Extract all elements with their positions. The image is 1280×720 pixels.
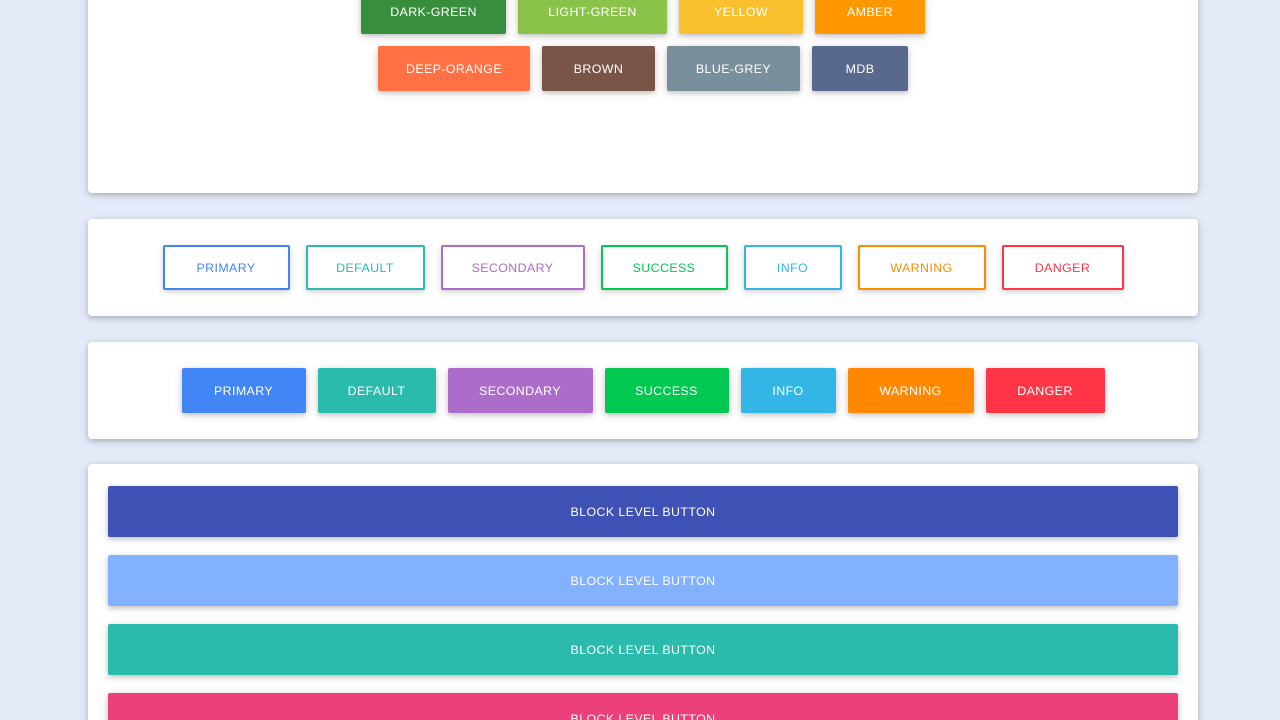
color-button-amber[interactable]: AMBER [815,0,925,34]
outline-button-warning[interactable]: WARNING [857,245,986,290]
material-color-buttons-card: ELEGANTUNIQUEPINKPURPLEDEEP-PURPLEINDIGO… [88,0,1198,193]
filled-button-success[interactable]: SUCCESS [604,368,729,413]
outline-button-info[interactable]: INFO [743,245,842,290]
color-button-yellow[interactable]: YELLOW [679,0,803,34]
block-level-button-1[interactable]: BLOCK LEVEL BUTTON [108,486,1178,537]
block-button-list: BLOCK LEVEL BUTTON BLOCK LEVEL BUTTON BLOC… [108,486,1178,720]
outline-button-danger[interactable]: DANGER [1001,245,1124,290]
block-level-button-3[interactable]: BLOCK LEVEL BUTTON [108,624,1178,675]
block-buttons-card: BLOCK LEVEL BUTTON BLOCK LEVEL BUTTON BLOC… [88,464,1198,720]
outline-buttons-card: PRIMARY DEFAULT SECONDARY SUCCESS INFO WARNIN… [88,219,1198,316]
color-button-blue-grey[interactable]: BLUE-GREY [667,46,800,91]
block-level-button-2[interactable]: BLOCK LEVEL BUTTON [108,555,1178,606]
color-button-dark-green[interactable]: DARK-GREEN [361,0,506,34]
outline-button-success[interactable]: SUCCESS [600,245,728,290]
outline-button-row: PRIMARY DEFAULT SECONDARY SUCCESS INFO WARNIN… [100,239,1186,296]
color-button-row-3: DEEP-ORANGE BROWN BLUE-GREY MDB [108,40,1178,97]
outline-button-primary[interactable]: PRIMARY [162,245,290,290]
color-button-light-green[interactable]: LIGHT-GREEN [518,0,667,34]
filled-button-default[interactable]: DEFAULT [317,368,436,413]
filled-button-secondary[interactable]: SECONDARY [447,368,593,413]
filled-button-primary[interactable]: PRIMARY [181,368,306,413]
color-button-row-2: DARK-GREEN LIGHT-GREEN YELLOW AMBER [108,0,1178,40]
color-button-mdb[interactable]: MDB [812,46,908,91]
filled-button-danger[interactable]: DANGER [985,368,1105,413]
color-button-deep-orange[interactable]: DEEP-ORANGE [378,46,530,91]
filled-button-warning[interactable]: WARNING [847,368,974,413]
outline-button-default[interactable]: DEFAULT [305,245,425,290]
outline-button-secondary[interactable]: SECONDARY [440,245,585,290]
filled-button-info[interactable]: INFO [740,368,836,413]
block-level-button-4[interactable]: BLOCK LEVEL BUTTON [108,693,1178,720]
color-button-brown[interactable]: BROWN [542,46,655,91]
